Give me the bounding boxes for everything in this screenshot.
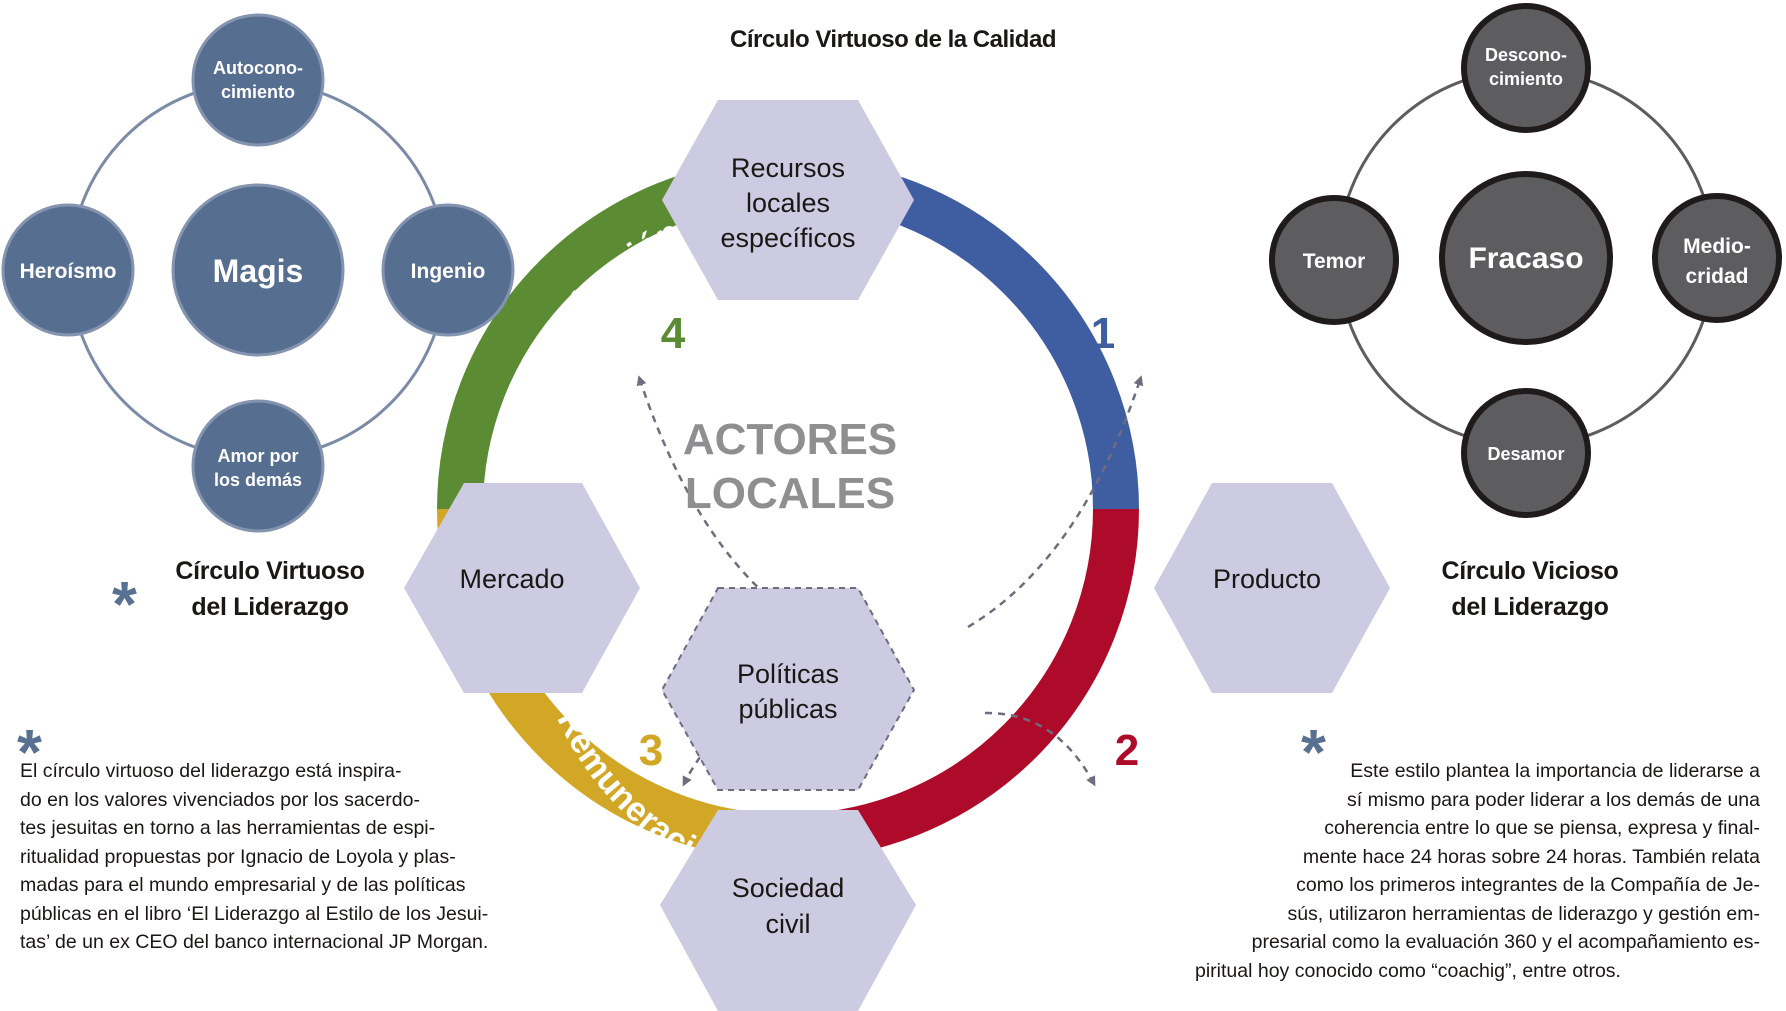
right-note-line: como los primeros integrantes de la Comp… <box>1296 874 1760 896</box>
vicious-bottom-label: Desamor <box>1487 444 1564 464</box>
vicious-title-line-2: del Liderazgo <box>1451 593 1609 621</box>
hex-label-politicas-2: públicas <box>738 694 837 724</box>
virtuous-bottom-label-2: los demás <box>214 470 302 490</box>
vicious-circle-title: Círculo Vicioso del Liderazgo <box>1400 553 1660 625</box>
stage-number-3: 3 <box>639 726 663 775</box>
virtuous-title-line-2: del Liderazgo <box>191 593 349 621</box>
virtuous-top-label-1: Autocono- <box>213 58 303 78</box>
right-note-line: sús, utilizaron herramientas de liderazg… <box>1287 902 1760 925</box>
vicious-node-left <box>1269 195 1399 325</box>
hex-label-mercado: Mercado <box>459 564 564 594</box>
hex-label-recursos-1: Recursos <box>731 153 845 183</box>
asterisk-icon: * <box>1301 716 1326 788</box>
diagram-title: Círculo Virtuoso de la Calidad <box>730 26 1056 53</box>
virtuous-circle-title: Círculo Virtuoso del Liderazgo <box>150 553 390 625</box>
vicious-node-center <box>1439 171 1613 345</box>
left-note-line: tes jesuitas en torno a las herramientas… <box>20 817 436 839</box>
vicious-right-label-2: cridad <box>1685 265 1748 288</box>
vicious-top-label-1: Descono- <box>1485 45 1567 65</box>
right-note-line: coherencia entre lo que se piensa, expre… <box>1324 817 1760 839</box>
left-note-line: do en los valores vivenciados por los sa… <box>20 788 420 811</box>
vicious-circle: Fracaso Descono- cimiento Temor Medio- c… <box>1269 3 1782 518</box>
virtuous-node-bottom <box>191 399 325 533</box>
hex-label-politicas-1: Políticas <box>737 659 839 689</box>
vicious-node-bottom <box>1461 388 1591 518</box>
asterisk-icon: * <box>112 568 137 640</box>
hex-label-sociedad-1: Sociedad <box>732 873 845 903</box>
virtuous-bottom-label-1: Amor por <box>218 446 299 466</box>
virtuous-node-center <box>171 183 345 357</box>
right-note-line: sí mismo para poder liderar a los demás … <box>1347 788 1760 811</box>
hex-label-sociedad-2: civil <box>766 909 811 939</box>
stage-number-2: 2 <box>1115 726 1139 775</box>
left-note-line: públicas en el libro ‘El Liderazgo al Es… <box>20 902 489 925</box>
vicious-node-top <box>1461 3 1591 133</box>
left-note-line: El círculo virtuoso del liderazgo está i… <box>20 760 402 782</box>
center-label-line-1: ACTORES <box>683 415 897 464</box>
virtuous-center-label: Magis <box>213 253 304 289</box>
vicious-left-label: Temor <box>1303 250 1366 273</box>
vicious-top-label-2: cimiento <box>1489 69 1563 89</box>
right-note-line: piritual hoy conocido como “coachig”, en… <box>1195 959 1621 982</box>
hex-sociedad-civil <box>660 810 916 1011</box>
right-note-line: presarial como la evaluación 360 y el ac… <box>1251 931 1760 953</box>
stage-number-4: 4 <box>661 309 686 358</box>
hex-politicas-publicas <box>660 587 916 791</box>
left-note-line: madas para el mundo empresarial y de las… <box>20 874 466 896</box>
virtuous-node-top <box>191 13 325 147</box>
vicious-title-line-1: Círculo Vicioso <box>1441 557 1619 585</box>
center-label-line-2: LOCALES <box>685 469 895 518</box>
hex-producto <box>1154 483 1390 693</box>
left-note-line: ritualidad propuestas por Ignacio de Loy… <box>20 845 456 868</box>
left-note: El círculo virtuoso del liderazgo está i… <box>20 757 488 957</box>
vicious-right-label-1: Medio- <box>1683 235 1751 258</box>
arrow-to-stage-4 <box>636 375 809 629</box>
arrow-to-stage-2 <box>984 711 1096 787</box>
vicious-node-right <box>1652 193 1782 323</box>
right-note-line: mente hace 24 horas sobre 24 horas. Tamb… <box>1302 845 1760 868</box>
virtuous-circle: Magis Autocono- cimiento Heroísmo Ingeni… <box>1 13 515 533</box>
virtuous-top-label-2: cimiento <box>221 82 295 102</box>
asterisk-icon: * <box>17 716 42 788</box>
hex-mercado <box>404 483 640 693</box>
virtuous-right-label: Ingenio <box>411 260 486 283</box>
vicious-center-label: Fracaso <box>1468 242 1583 275</box>
hex-label-recursos-2: locales <box>746 188 830 218</box>
right-note-line: Este estilo plantea la importancia de li… <box>1350 760 1760 782</box>
virtuous-node-right <box>381 203 515 337</box>
virtuous-left-label: Heroísmo <box>20 260 117 283</box>
hex-label-recursos-3: específicos <box>720 223 855 253</box>
hex-label-producto: Producto <box>1213 564 1321 594</box>
virtuous-title-line-1: Círculo Virtuoso <box>175 557 365 585</box>
virtuous-node-left <box>1 203 135 337</box>
right-note: Este estilo plantea la importancia de li… <box>1195 757 1760 985</box>
left-note-line: tas’ de un ex CEO del banco internaciona… <box>20 931 489 953</box>
stage-number-1: 1 <box>1091 309 1115 358</box>
hex-recursos-locales <box>662 100 914 300</box>
